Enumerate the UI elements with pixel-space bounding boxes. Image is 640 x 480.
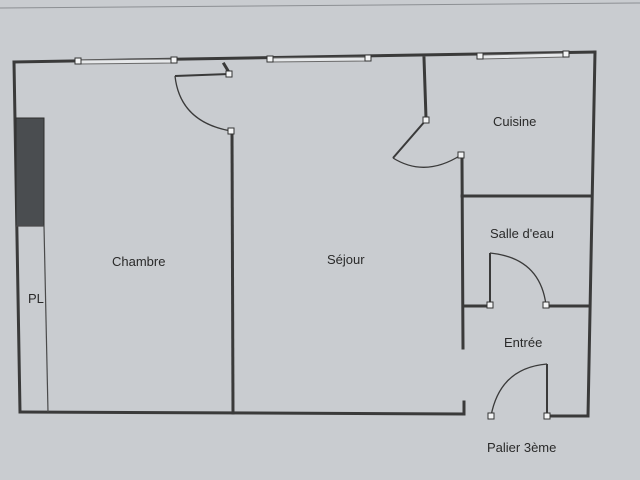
closet [15, 117, 49, 413]
label-chambre: Chambre [112, 254, 165, 269]
wall-chambre-sejour [230, 130, 235, 415]
wall-sejour-right [460, 158, 465, 350]
door-hinge [543, 412, 551, 420]
label-placard: PL [28, 291, 44, 306]
label-salle-deau: Salle d'eau [490, 226, 554, 241]
window-node [170, 56, 178, 64]
window-sejour [269, 56, 369, 63]
window-node [74, 57, 82, 65]
window-node [266, 55, 274, 63]
windows [74, 50, 570, 65]
door-cuisine [392, 56, 465, 168]
wall-cuisine-stub [422, 56, 428, 120]
wall-left [12, 60, 22, 414]
wall-bottom [18, 410, 466, 416]
closet-divider [43, 225, 49, 413]
door-sde-swing [489, 252, 547, 306]
wall-right [586, 50, 597, 418]
window-node [364, 54, 372, 62]
door-chambre-swing [174, 75, 232, 132]
window-node [562, 50, 570, 58]
label-sejour: Séjour [327, 252, 365, 267]
door-hinge [422, 116, 430, 124]
door-hinge [457, 151, 465, 159]
door-hinge [227, 127, 235, 135]
label-palier: Palier 3ème [487, 440, 556, 455]
window-node [476, 52, 484, 60]
door-entree-swing [490, 363, 548, 417]
door-hinge [486, 301, 494, 309]
page-edge-line [0, 2, 640, 9]
door-cuisine-leaf [392, 119, 427, 159]
door-salle-deau [486, 252, 550, 309]
label-cuisine: Cuisine [493, 114, 536, 129]
label-entree: Entrée [504, 335, 542, 350]
door-chambre [174, 70, 235, 135]
door-hinge [225, 70, 233, 78]
door-cuisine-swing [392, 154, 462, 168]
door-chambre-leaf [174, 73, 230, 77]
door-hinge [542, 301, 550, 309]
window-chambre [77, 58, 175, 65]
door-hinge [487, 412, 495, 420]
closet-dark-block [15, 117, 45, 227]
door-entree [487, 363, 551, 420]
